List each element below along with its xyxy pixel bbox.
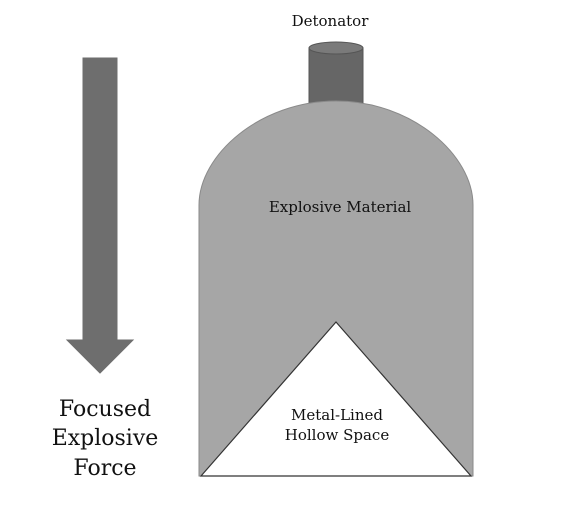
- detonator-label: Detonator: [291, 12, 369, 30]
- explosive-material-label: Explosive Material: [268, 198, 412, 216]
- detonator-top: [308, 41, 364, 55]
- focused-force-label-line-1: Focused: [58, 397, 152, 422]
- metal-lined-hollow-space: [199, 321, 473, 477]
- focused-force-label-line-2: Explosive: [51, 426, 159, 452]
- focused-force-label-line-3: Force: [73, 455, 137, 481]
- force-arrow: [65, 57, 135, 374]
- hollow-space-label-line-2: Hollow Space: [284, 425, 390, 444]
- hollow-space-label: Metal-Lined Hollow Space: [262, 406, 412, 445]
- hollow-space-label-line-1: Metal-Lined: [291, 406, 383, 424]
- detonator-cylinder: [308, 47, 364, 107]
- focused-force-label: Focused Explosive Force: [30, 395, 180, 483]
- explosive-material-body: [198, 100, 474, 477]
